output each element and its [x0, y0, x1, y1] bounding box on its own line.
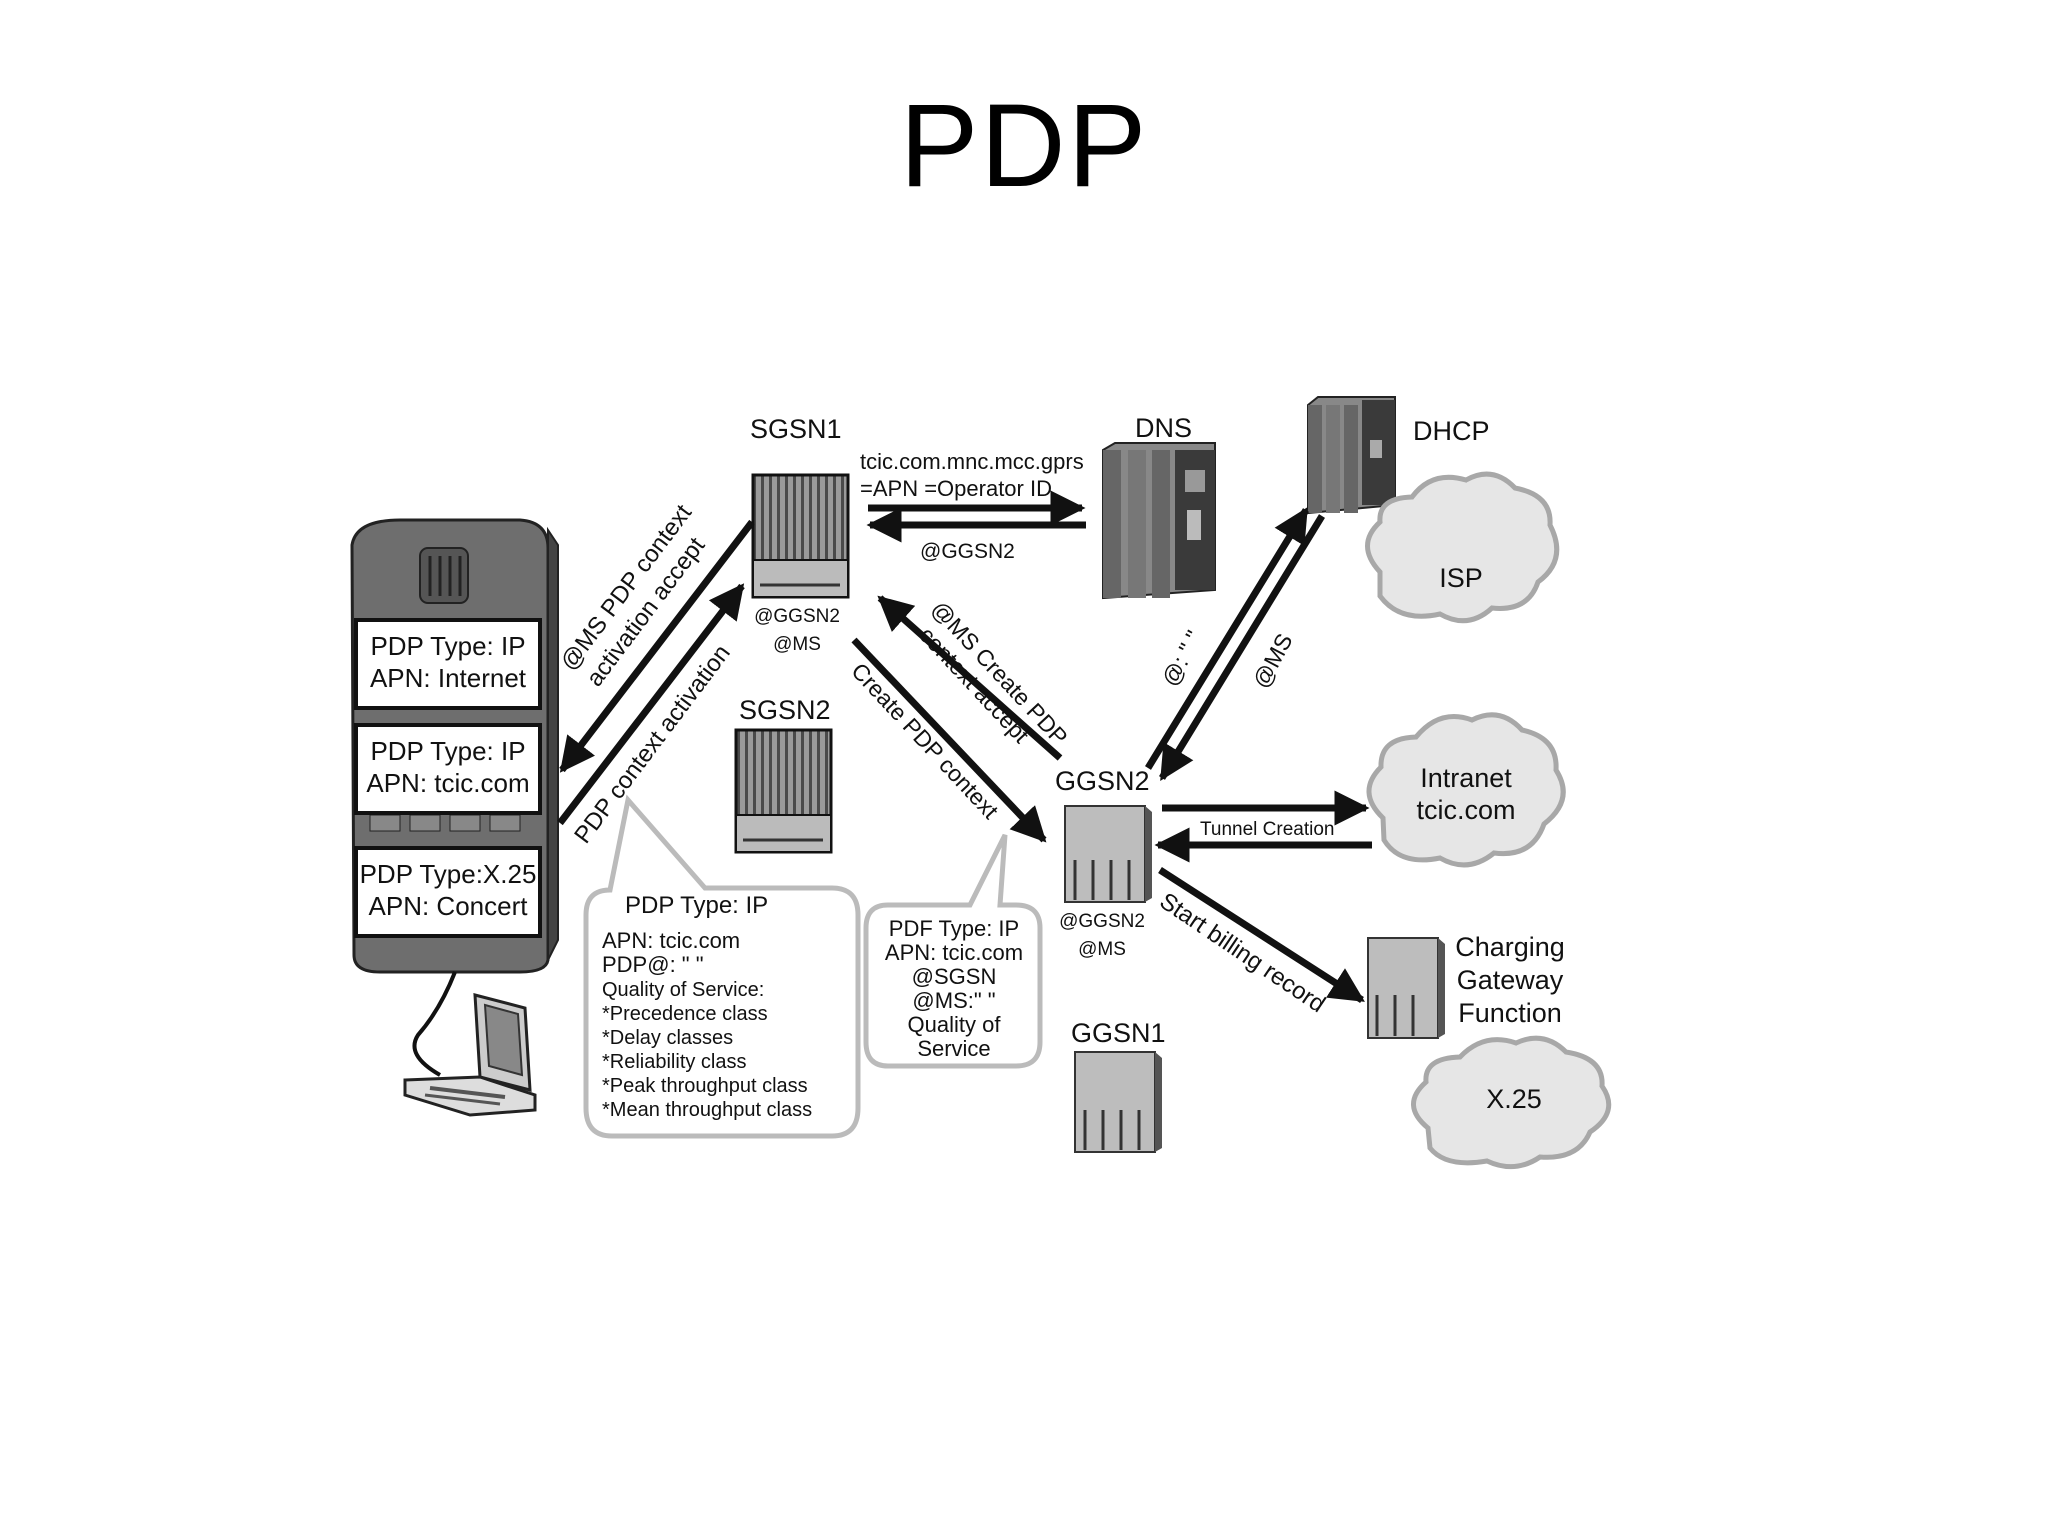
phone-cable	[412, 971, 457, 1077]
address-line: @MS	[773, 634, 821, 655]
dns-query-line: tcic.com.mnc.mcc.gprs	[860, 449, 1084, 474]
cloud-label-line: Intranet	[1420, 763, 1512, 793]
tunnel-creation-label: Tunnel Creation	[1200, 819, 1334, 840]
address-line: @GGSN2	[1059, 911, 1145, 932]
pdp-context-box	[354, 723, 542, 815]
request-callout-line: *Peak throughput class	[602, 1075, 808, 1097]
arrow-dhcp-response	[1159, 514, 1325, 781]
create-callout-line: @SGSN	[912, 964, 997, 989]
request-callout-line: *Delay classes	[602, 1027, 733, 1049]
dhcp-server	[1307, 396, 1396, 515]
cloud-label-line: X.25	[1486, 1084, 1542, 1114]
address-line: @MS	[1078, 939, 1126, 960]
charging-gateway-line: Gateway	[1457, 965, 1564, 995]
sgsn1-server	[751, 473, 850, 599]
ggsn2-label: GGSN2	[1055, 766, 1150, 796]
cloud-label-line: ISP	[1439, 563, 1483, 593]
phone-speaker	[419, 547, 469, 604]
charging-gateway-line: Charging	[1455, 932, 1565, 962]
request-callout-line: *Precedence class	[602, 1003, 768, 1025]
pdp-context-line: PDP Type:X.25	[360, 859, 537, 889]
dhcp-response-label: @MS	[1247, 629, 1297, 692]
arrow-billing	[1158, 867, 1365, 1003]
arrow-dhcp-request	[1145, 507, 1309, 770]
pdp-context-line: PDP Type: IP	[370, 631, 525, 661]
create-callout-line: Service	[917, 1036, 990, 1061]
ggsn1-label: GGSN1	[1071, 1018, 1166, 1048]
isp-cloud-label: ISP	[1439, 563, 1483, 593]
pdp-context-box	[354, 846, 542, 938]
sgsn2-server	[734, 728, 833, 854]
dns-server	[1102, 442, 1216, 600]
request-callout-line: *Mean throughput class	[602, 1099, 812, 1121]
address-line: @GGSN2	[754, 606, 840, 627]
sgsn2-label: SGSN2	[739, 695, 831, 725]
create-callout-line: PDF Type: IP	[889, 916, 1019, 941]
request-callout-line: Quality of Service:	[602, 979, 764, 1001]
ggsn1-server	[1074, 1051, 1162, 1153]
laptop-icon	[403, 993, 537, 1117]
create-callout-line: APN: tcic.com	[885, 940, 1023, 965]
create-callout	[863, 833, 1043, 1069]
cloud-label-line: tcic.com	[1416, 795, 1515, 825]
sgsn1-label: SGSN1	[750, 414, 842, 444]
pdp-context-box	[354, 618, 542, 710]
isp-cloud	[1365, 471, 1560, 624]
dns-query-line: =APN =Operator ID	[860, 476, 1052, 501]
billing-label: Start billing record	[1155, 888, 1330, 1019]
dns-query-label: tcic.com.mnc.mcc.gprs=APN =Operator ID	[860, 449, 1084, 501]
slide-title: PDP	[899, 80, 1149, 212]
request-callout-line: PDP Type: IP	[625, 892, 768, 919]
create-callout-line: Quality of	[908, 1012, 1002, 1037]
ggsn2-server	[1064, 805, 1152, 903]
dns-response-label: @GGSN2	[920, 540, 1015, 563]
arrow-ms-activation	[557, 583, 745, 826]
request-callout-line: *Reliability class	[602, 1051, 747, 1073]
dns-label: DNS	[1135, 413, 1192, 443]
arrow-create-accept	[877, 595, 1063, 761]
ggsn2-address-list: @GGSN2 @MS	[1059, 911, 1145, 960]
intranet-cloud	[1366, 712, 1566, 868]
charging-gateway-line: Function	[1458, 998, 1562, 1028]
sgsn1-address-list: @GGSN2 @MS	[754, 606, 840, 655]
pdp-context-line: APN: tcic.com	[366, 768, 529, 798]
request-callout	[583, 794, 861, 1139]
dhcp-label: DHCP	[1413, 416, 1490, 446]
pdp-context-line: PDP Type: IP	[370, 736, 525, 766]
x25-cloud	[1411, 1035, 1612, 1170]
message-arrows	[557, 490, 1372, 1003]
charging-gateway-server	[1367, 937, 1445, 1039]
arrow-ms-accept	[559, 519, 755, 773]
request-callout-line: PDP@: " "	[602, 952, 704, 977]
pdp-context-line: APN: Concert	[369, 891, 529, 921]
x25-cloud-label: X.25	[1486, 1084, 1542, 1114]
request-callout-line: APN: tcic.com	[602, 928, 740, 953]
pdp-context-line: APN: Internet	[370, 663, 527, 693]
arrow-create-context	[851, 637, 1047, 843]
create-callout-line: @MS:" "	[912, 988, 995, 1013]
